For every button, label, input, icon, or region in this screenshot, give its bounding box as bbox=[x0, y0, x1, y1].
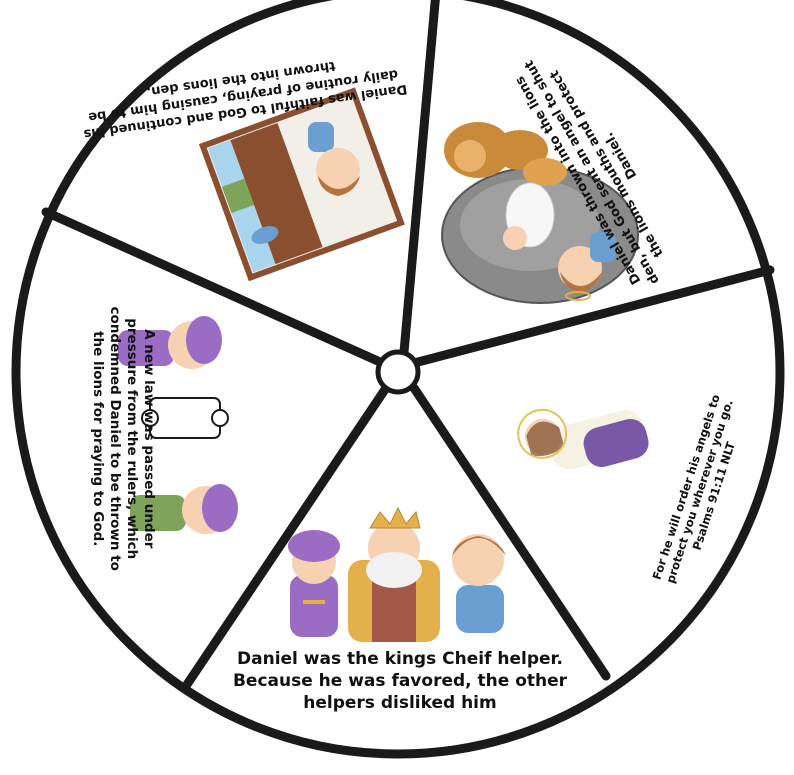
bottom-segment-text: Daniel was the kings Cheif helper. Becau… bbox=[232, 649, 568, 714]
top-left-illustration bbox=[198, 87, 405, 282]
wheel-dividers bbox=[41, 0, 775, 691]
helper-figure-icon bbox=[288, 530, 340, 637]
helper-bottom-icon bbox=[130, 484, 238, 534]
lion-icon bbox=[444, 122, 567, 186]
divider-left bbox=[41, 207, 385, 367]
divider-top bbox=[399, 0, 440, 357]
divider-bottom-right bbox=[409, 383, 611, 681]
left-segment-text: A new law was passed under pressure from… bbox=[90, 306, 157, 571]
king-figure-icon bbox=[348, 506, 440, 642]
right-illustration bbox=[517, 408, 649, 470]
divider-right bbox=[413, 265, 775, 367]
left-illustration bbox=[118, 316, 238, 534]
top-right-illustration bbox=[441, 122, 639, 304]
praying-daniel-icon bbox=[308, 122, 360, 196]
daniel-sleeping-icon bbox=[558, 232, 616, 301]
helper-top-icon bbox=[118, 316, 222, 369]
divider-bottom-left bbox=[181, 383, 391, 691]
wheel-center-hub bbox=[375, 349, 421, 395]
scroll-icon bbox=[141, 397, 229, 439]
angel-icon bbox=[503, 182, 555, 250]
bottom-illustration bbox=[288, 506, 506, 642]
daniel-figure-icon bbox=[452, 534, 506, 633]
